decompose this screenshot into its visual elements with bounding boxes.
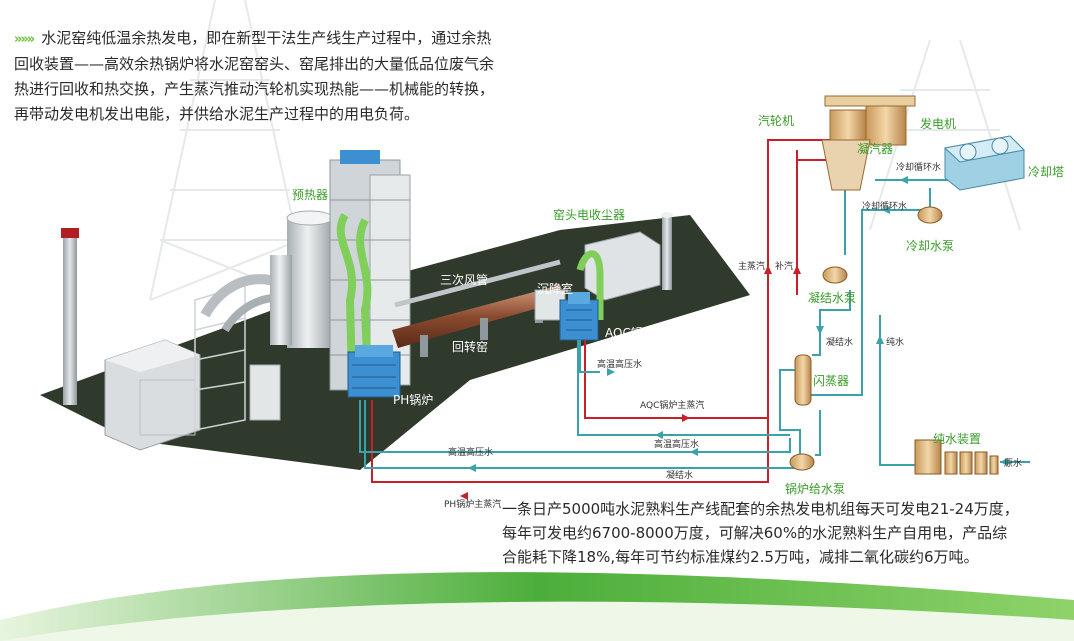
label-condensate-pump: 凝结水泵 <box>808 291 857 305</box>
summary-paragraph: 一条日产5000吨水泥熟料生产线配套的余热发电机组每天可发电21-24万度，每年… <box>502 497 1020 569</box>
label-steam-turbine: 汽轮机 <box>758 114 795 128</box>
flow-label-raw-water: 原水 <box>1004 459 1023 469</box>
pump-icons <box>789 206 943 471</box>
flow-label-aqc-main-steam: AQC锅炉主蒸汽 <box>640 401 705 411</box>
label-settling-chamber: 沉降室 <box>537 282 574 296</box>
water-lines <box>359 179 1030 470</box>
label-cooling-water-pump: 冷却水泵 <box>906 239 955 253</box>
flow-label-ph-main-steam: PH锅炉主蒸汽 <box>444 500 502 510</box>
flow-label-condensate-h: 凝结水 <box>666 471 694 481</box>
label-cooling-tower: 冷却塔 <box>1028 165 1065 179</box>
flow-label-main-steam: 主蒸汽 <box>738 262 766 272</box>
label-aqc-boiler: AQC锅炉 <box>605 326 655 340</box>
label-ph-boiler: PH锅炉 <box>393 393 434 407</box>
bottom-swoosh-highlight <box>0 601 1074 641</box>
flow-label-hthp-water-left: 高温高压水 <box>448 448 494 458</box>
label-tertiary-air-duct: 三次风管 <box>440 273 489 287</box>
cooling-tower <box>943 135 1026 191</box>
label-boiler-feed-pump: 锅炉给水泵 <box>785 482 846 496</box>
pure-water-unit <box>914 439 999 475</box>
intro-paragraph: »»»水泥窑纯低温余热发电，即在新型干法生产线生产过程中，通过余热回收装置——高… <box>14 26 504 127</box>
silo <box>270 210 334 348</box>
tertiary-air-duct <box>394 259 561 308</box>
flow-arrows <box>460 176 1008 500</box>
left-buildings <box>104 274 319 451</box>
label-flash-tank: 闪蒸器 <box>813 374 850 388</box>
label-kiln-head-esp: 窑头电收尘器 <box>553 208 626 222</box>
flow-label-pure-water-v: 纯水 <box>886 338 905 348</box>
intro-text: 水泥窑纯低温余热发电，即在新型干法生产线生产过程中，通过余热回收装置——高效余热… <box>14 29 495 123</box>
label-condenser: 凝汽器 <box>857 142 894 156</box>
label-preheater: 预热器 <box>292 188 329 202</box>
chimney <box>61 228 79 405</box>
ph-boiler <box>347 345 401 398</box>
label-rotary-kiln: 回转窑 <box>452 340 489 354</box>
flow-label-make-up-steam: 补汽 <box>775 262 794 272</box>
flash-tank <box>794 354 812 406</box>
kiln-head-esp <box>584 212 673 301</box>
flow-label-hthp-water-aqc: 高温高压水 <box>597 360 643 370</box>
turbine-generator <box>821 95 916 191</box>
flow-label-circ-water-2: 冷却循环水 <box>862 202 908 212</box>
label-generator: 发电机 <box>920 117 957 131</box>
aqc-boiler <box>559 250 604 341</box>
flow-label-condensate-v: 凝结水 <box>826 338 854 348</box>
flow-label-circ-water-1: 冷却循环水 <box>896 163 942 173</box>
label-pure-water-unit: 纯水装置 <box>933 432 982 446</box>
flow-label-hthp-water-mid: 高温高压水 <box>654 440 700 450</box>
summary-text: 一条日产5000吨水泥熟料生产线配套的余热发电机组每天可发电21-24万度，每年… <box>502 500 1019 566</box>
chevron-bullet-icon: »»» <box>14 32 35 47</box>
preheater-tower <box>329 150 411 391</box>
